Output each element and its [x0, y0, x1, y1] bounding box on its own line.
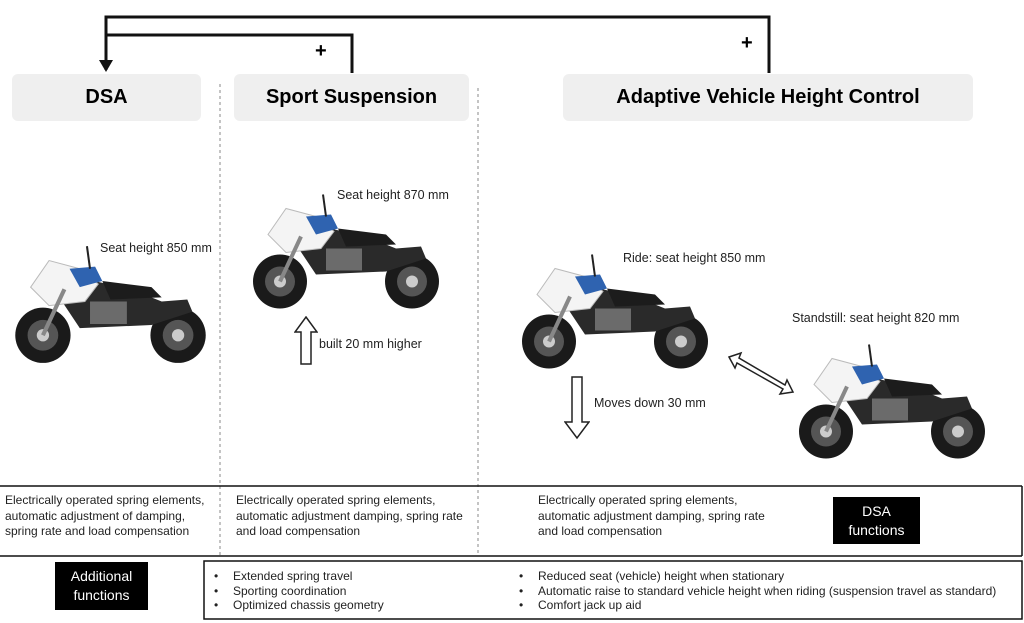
sport-seat-height-label: Seat height 870 mm	[337, 188, 449, 202]
list-item: Optimized chassis geometry	[206, 598, 384, 613]
list-item: Comfort jack up aid	[511, 598, 996, 613]
avhc-description: Electrically operated spring elements, a…	[538, 493, 765, 538]
header-dsa: DSA	[12, 74, 201, 121]
list-item: Automatic raise to standard vehicle heig…	[511, 584, 996, 599]
motorcycle-image	[799, 344, 985, 459]
avhc-additional-list: Reduced seat (vehicle) height when stati…	[511, 569, 996, 613]
avhc-ride-seat-height-label: Ride: seat height 850 mm	[623, 251, 766, 265]
sport-built-higher-label: built 20 mm higher	[319, 337, 422, 351]
dsa-seat-height-label: Seat height 850 mm	[100, 241, 212, 255]
plus-sign: +	[315, 40, 327, 62]
header-adaptive-vehicle-height-control: Adaptive Vehicle Height Control	[563, 74, 973, 121]
dsa-description: Electrically operated spring elements, a…	[5, 493, 205, 538]
avhc-moves-down-label: Moves down 30 mm	[594, 396, 706, 410]
list-item: Sporting coordination	[206, 584, 384, 599]
sport-description: Electrically operated spring elements, a…	[236, 493, 463, 538]
avhc-standstill-seat-height-label: Standstill: seat height 820 mm	[792, 311, 960, 325]
down-arrow-icon	[564, 376, 590, 440]
header-sport-suspension: Sport Suspension	[234, 74, 469, 121]
motorcycle-image	[253, 194, 439, 309]
plus-sign: +	[741, 32, 753, 54]
motorcycle-image	[522, 254, 708, 369]
additional-functions-label: Additional functions	[55, 562, 148, 610]
double-arrow-icon	[727, 351, 795, 395]
motorcycle-image	[15, 246, 206, 363]
dsa-functions-label: DSA functions	[833, 497, 920, 544]
list-item: Extended spring travel	[206, 569, 384, 584]
up-arrow-icon	[294, 316, 318, 365]
sport-additional-list: Extended spring travel Sporting coordina…	[206, 569, 384, 613]
list-item: Reduced seat (vehicle) height when stati…	[511, 569, 996, 584]
